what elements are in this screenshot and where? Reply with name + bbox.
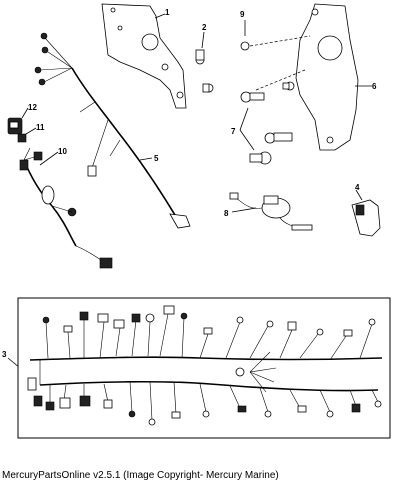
part-2-screw[interactable] — [195, 31, 205, 65]
callout-4: 4 — [355, 183, 360, 192]
callout-3: 3 — [2, 350, 7, 359]
callout-2: 2 — [202, 23, 207, 32]
part-7-bolt-c[interactable] — [264, 132, 293, 144]
callout-8: 8 — [224, 209, 229, 218]
part-11-plug[interactable] — [17, 127, 37, 143]
part-7-bolt-d[interactable] — [249, 151, 272, 165]
part-8-sensor[interactable] — [229, 192, 313, 231]
part-9-nut[interactable] — [240, 20, 250, 51]
callout-7: 7 — [231, 127, 236, 136]
callout-6: 6 — [372, 82, 377, 91]
part-3-main-harness[interactable] — [17, 297, 391, 439]
part-10-harness[interactable] — [19, 147, 113, 269]
callout-9: 9 — [240, 10, 245, 19]
callout-10: 10 — [58, 147, 67, 156]
part-1-bracket[interactable] — [101, 3, 187, 109]
part-4-connector[interactable] — [351, 189, 381, 237]
callout-1: 1 — [165, 8, 170, 17]
part-6-plate[interactable] — [295, 3, 372, 151]
callout-11: 11 — [36, 123, 45, 132]
small-screw[interactable] — [202, 83, 214, 93]
callout-12: 12 — [28, 103, 37, 112]
callout-5: 5 — [154, 154, 159, 163]
part-12-connector[interactable] — [7, 107, 29, 135]
part-5-harness[interactable] — [34, 32, 191, 229]
copyright-caption: MercuryPartsOnline v2.5.1 (Image Copyrig… — [2, 470, 279, 481]
part-7-bolt-a[interactable] — [240, 91, 265, 103]
part-7-bolt-b[interactable] — [282, 81, 295, 91]
